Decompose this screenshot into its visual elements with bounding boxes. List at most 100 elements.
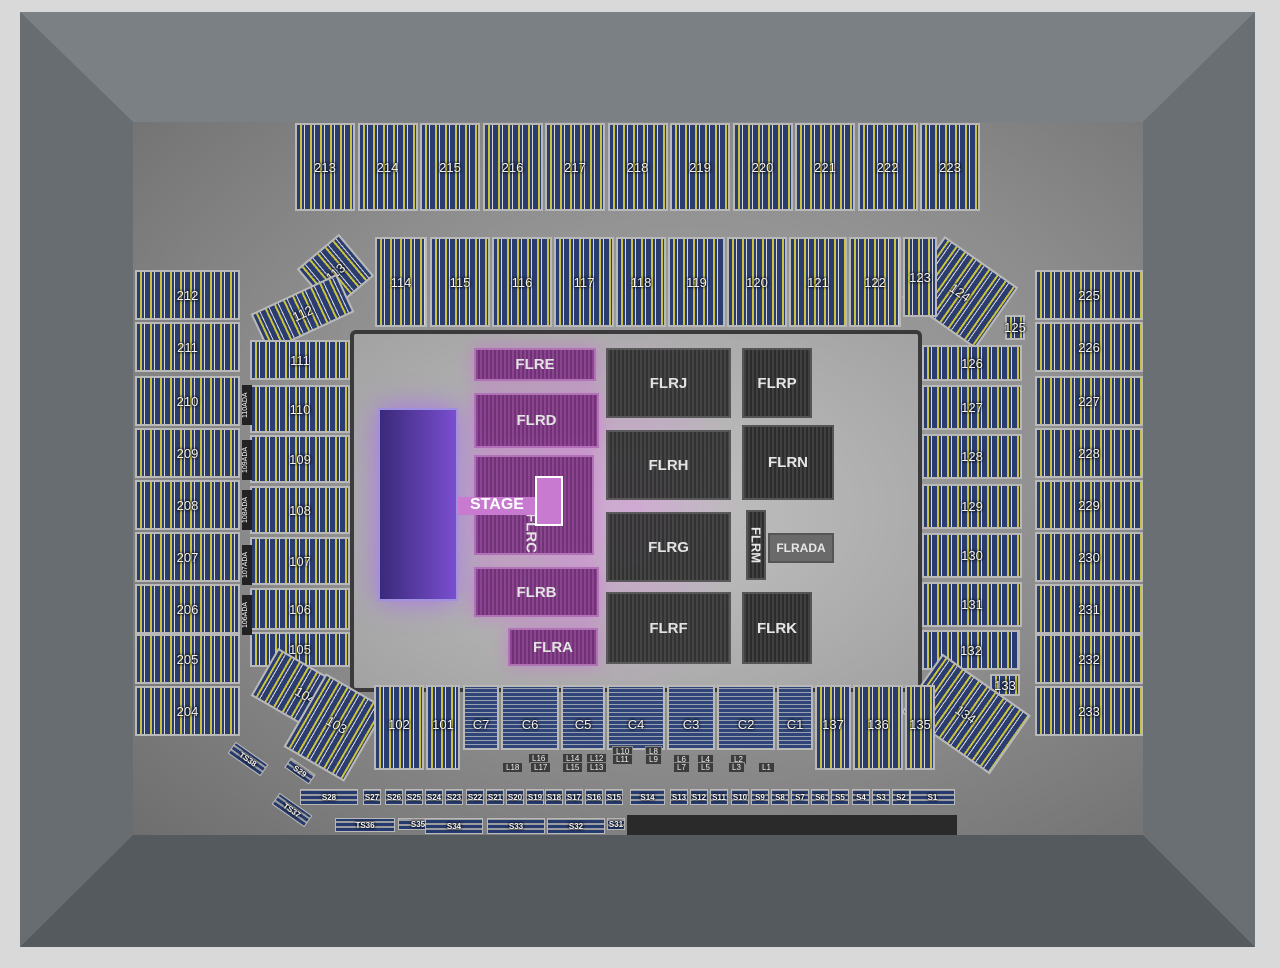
section-121[interactable]: 121 [789,237,847,327]
section-221[interactable]: 221 [795,123,855,211]
loge-L17[interactable]: L17 [530,762,552,773]
loge-L13[interactable]: L13 [586,762,608,773]
floor-flrb[interactable]: FLRB [474,567,599,617]
section-233[interactable]: 233 [1035,686,1143,736]
ada-109ADA[interactable]: 109ADA [242,440,252,480]
suite-S19[interactable]: S19 [526,789,544,805]
section-120[interactable]: 120 [727,237,787,327]
section-205[interactable]: 205 [135,634,240,684]
suite-S12[interactable]: S12 [690,789,708,805]
suite-TS36[interactable]: TS36 [335,818,395,832]
section-C3[interactable]: C3 [667,685,715,750]
section-115[interactable]: 115 [430,237,490,327]
floor-flrp[interactable]: FLRP [742,348,812,418]
section-130[interactable]: 130 [922,533,1022,578]
floor-flra[interactable]: FLRA [508,628,598,666]
floor-flrg[interactable]: FLRG [606,512,731,582]
section-110[interactable]: 110 [250,385,350,433]
suite-S33[interactable]: S33 [487,818,545,834]
section-207[interactable]: 207 [135,532,240,582]
suite-S18[interactable]: S18 [545,789,563,805]
suite-S10[interactable]: S10 [731,789,749,805]
floor-flrada[interactable]: FLRADA [768,533,834,563]
suite-S2[interactable]: S2 [892,789,910,805]
section-127[interactable]: 127 [922,385,1022,430]
suite-S23[interactable]: S23 [445,789,463,805]
loge-L9[interactable]: L9 [645,754,662,765]
suite-S25[interactable]: S25 [405,789,423,805]
floor-flrj[interactable]: FLRJ [606,348,731,418]
floor-flre[interactable]: FLRE [474,348,596,381]
floor-flrf[interactable]: FLRF [606,592,731,664]
suite-S8[interactable]: S8 [771,789,789,805]
suite-S16[interactable]: S16 [585,789,603,805]
section-225[interactable]: 225 [1035,270,1143,320]
section-227[interactable]: 227 [1035,376,1143,426]
suite-S14[interactable]: S14 [630,789,665,805]
section-109[interactable]: 109 [250,435,350,483]
suite-S11[interactable]: S11 [710,789,728,805]
loge-L11[interactable]: L11 [612,754,633,765]
section-108[interactable]: 108 [250,486,350,534]
section-230[interactable]: 230 [1035,532,1143,582]
section-136[interactable]: 136 [853,685,903,770]
section-228[interactable]: 228 [1035,428,1143,478]
section-117[interactable]: 117 [554,237,614,327]
section-219[interactable]: 219 [670,123,730,211]
section-125[interactable]: 125 [1004,315,1026,340]
section-220[interactable]: 220 [732,123,793,211]
section-111[interactable]: 111 [250,340,350,380]
ada-107ADA[interactable]: 107ADA [242,545,252,585]
section-122[interactable]: 122 [849,237,901,327]
section-128[interactable]: 128 [922,434,1022,479]
section-229[interactable]: 229 [1035,480,1143,530]
section-116[interactable]: 116 [492,237,552,327]
section-C6[interactable]: C6 [501,685,559,750]
section-101[interactable]: 101 [426,685,460,770]
section-106[interactable]: 106 [250,588,350,630]
suite-S9[interactable]: S9 [751,789,769,805]
floor-flrd[interactable]: FLRD [474,393,599,448]
suite-S15[interactable]: S15 [605,789,623,805]
loge-L18[interactable]: L18 [502,762,524,773]
section-C1[interactable]: C1 [777,685,813,750]
section-210[interactable]: 210 [135,376,240,426]
suite-S32[interactable]: S32 [547,818,605,834]
suite-S4[interactable]: S4 [852,789,870,805]
section-208[interactable]: 208 [135,480,240,530]
loge-L15[interactable]: L15 [562,762,584,773]
section-211[interactable]: 211 [135,322,240,372]
section-C4[interactable]: C4 [607,685,665,750]
section-218[interactable]: 218 [607,123,668,211]
loge-L5[interactable]: L5 [697,762,714,773]
section-226[interactable]: 226 [1035,322,1143,372]
section-102[interactable]: 102 [374,685,424,770]
floor-flrm[interactable]: FLRM [746,510,766,580]
suite-S5[interactable]: S5 [831,789,849,805]
section-215[interactable]: 215 [420,123,480,211]
suite-S31[interactable]: S31 [607,818,625,830]
section-214[interactable]: 214 [357,123,418,211]
section-114[interactable]: 114 [375,237,427,327]
section-129[interactable]: 129 [922,484,1022,529]
section-223[interactable]: 223 [920,123,980,211]
section-213[interactable]: 213 [295,123,355,211]
ada-108ADA[interactable]: 108ADA [242,490,252,530]
suite-S3[interactable]: S3 [872,789,890,805]
ada-110ADA[interactable]: 110ADA [242,385,252,425]
suite-S26[interactable]: S26 [385,789,403,805]
floor-flrk[interactable]: FLRK [742,592,812,664]
section-212[interactable]: 212 [135,270,240,320]
loge-L3[interactable]: L3 [728,762,745,773]
suite-S28[interactable]: S28 [300,789,358,805]
section-209[interactable]: 209 [135,428,240,478]
section-107[interactable]: 107 [250,537,350,585]
suite-S1[interactable]: S1 [910,789,955,805]
section-126[interactable]: 126 [922,345,1022,381]
section-231[interactable]: 231 [1035,584,1143,634]
section-222[interactable]: 222 [857,123,918,211]
section-118[interactable]: 118 [616,237,666,327]
floor-flrh[interactable]: FLRH [606,430,731,500]
section-232[interactable]: 232 [1035,634,1143,684]
section-216[interactable]: 216 [482,123,543,211]
